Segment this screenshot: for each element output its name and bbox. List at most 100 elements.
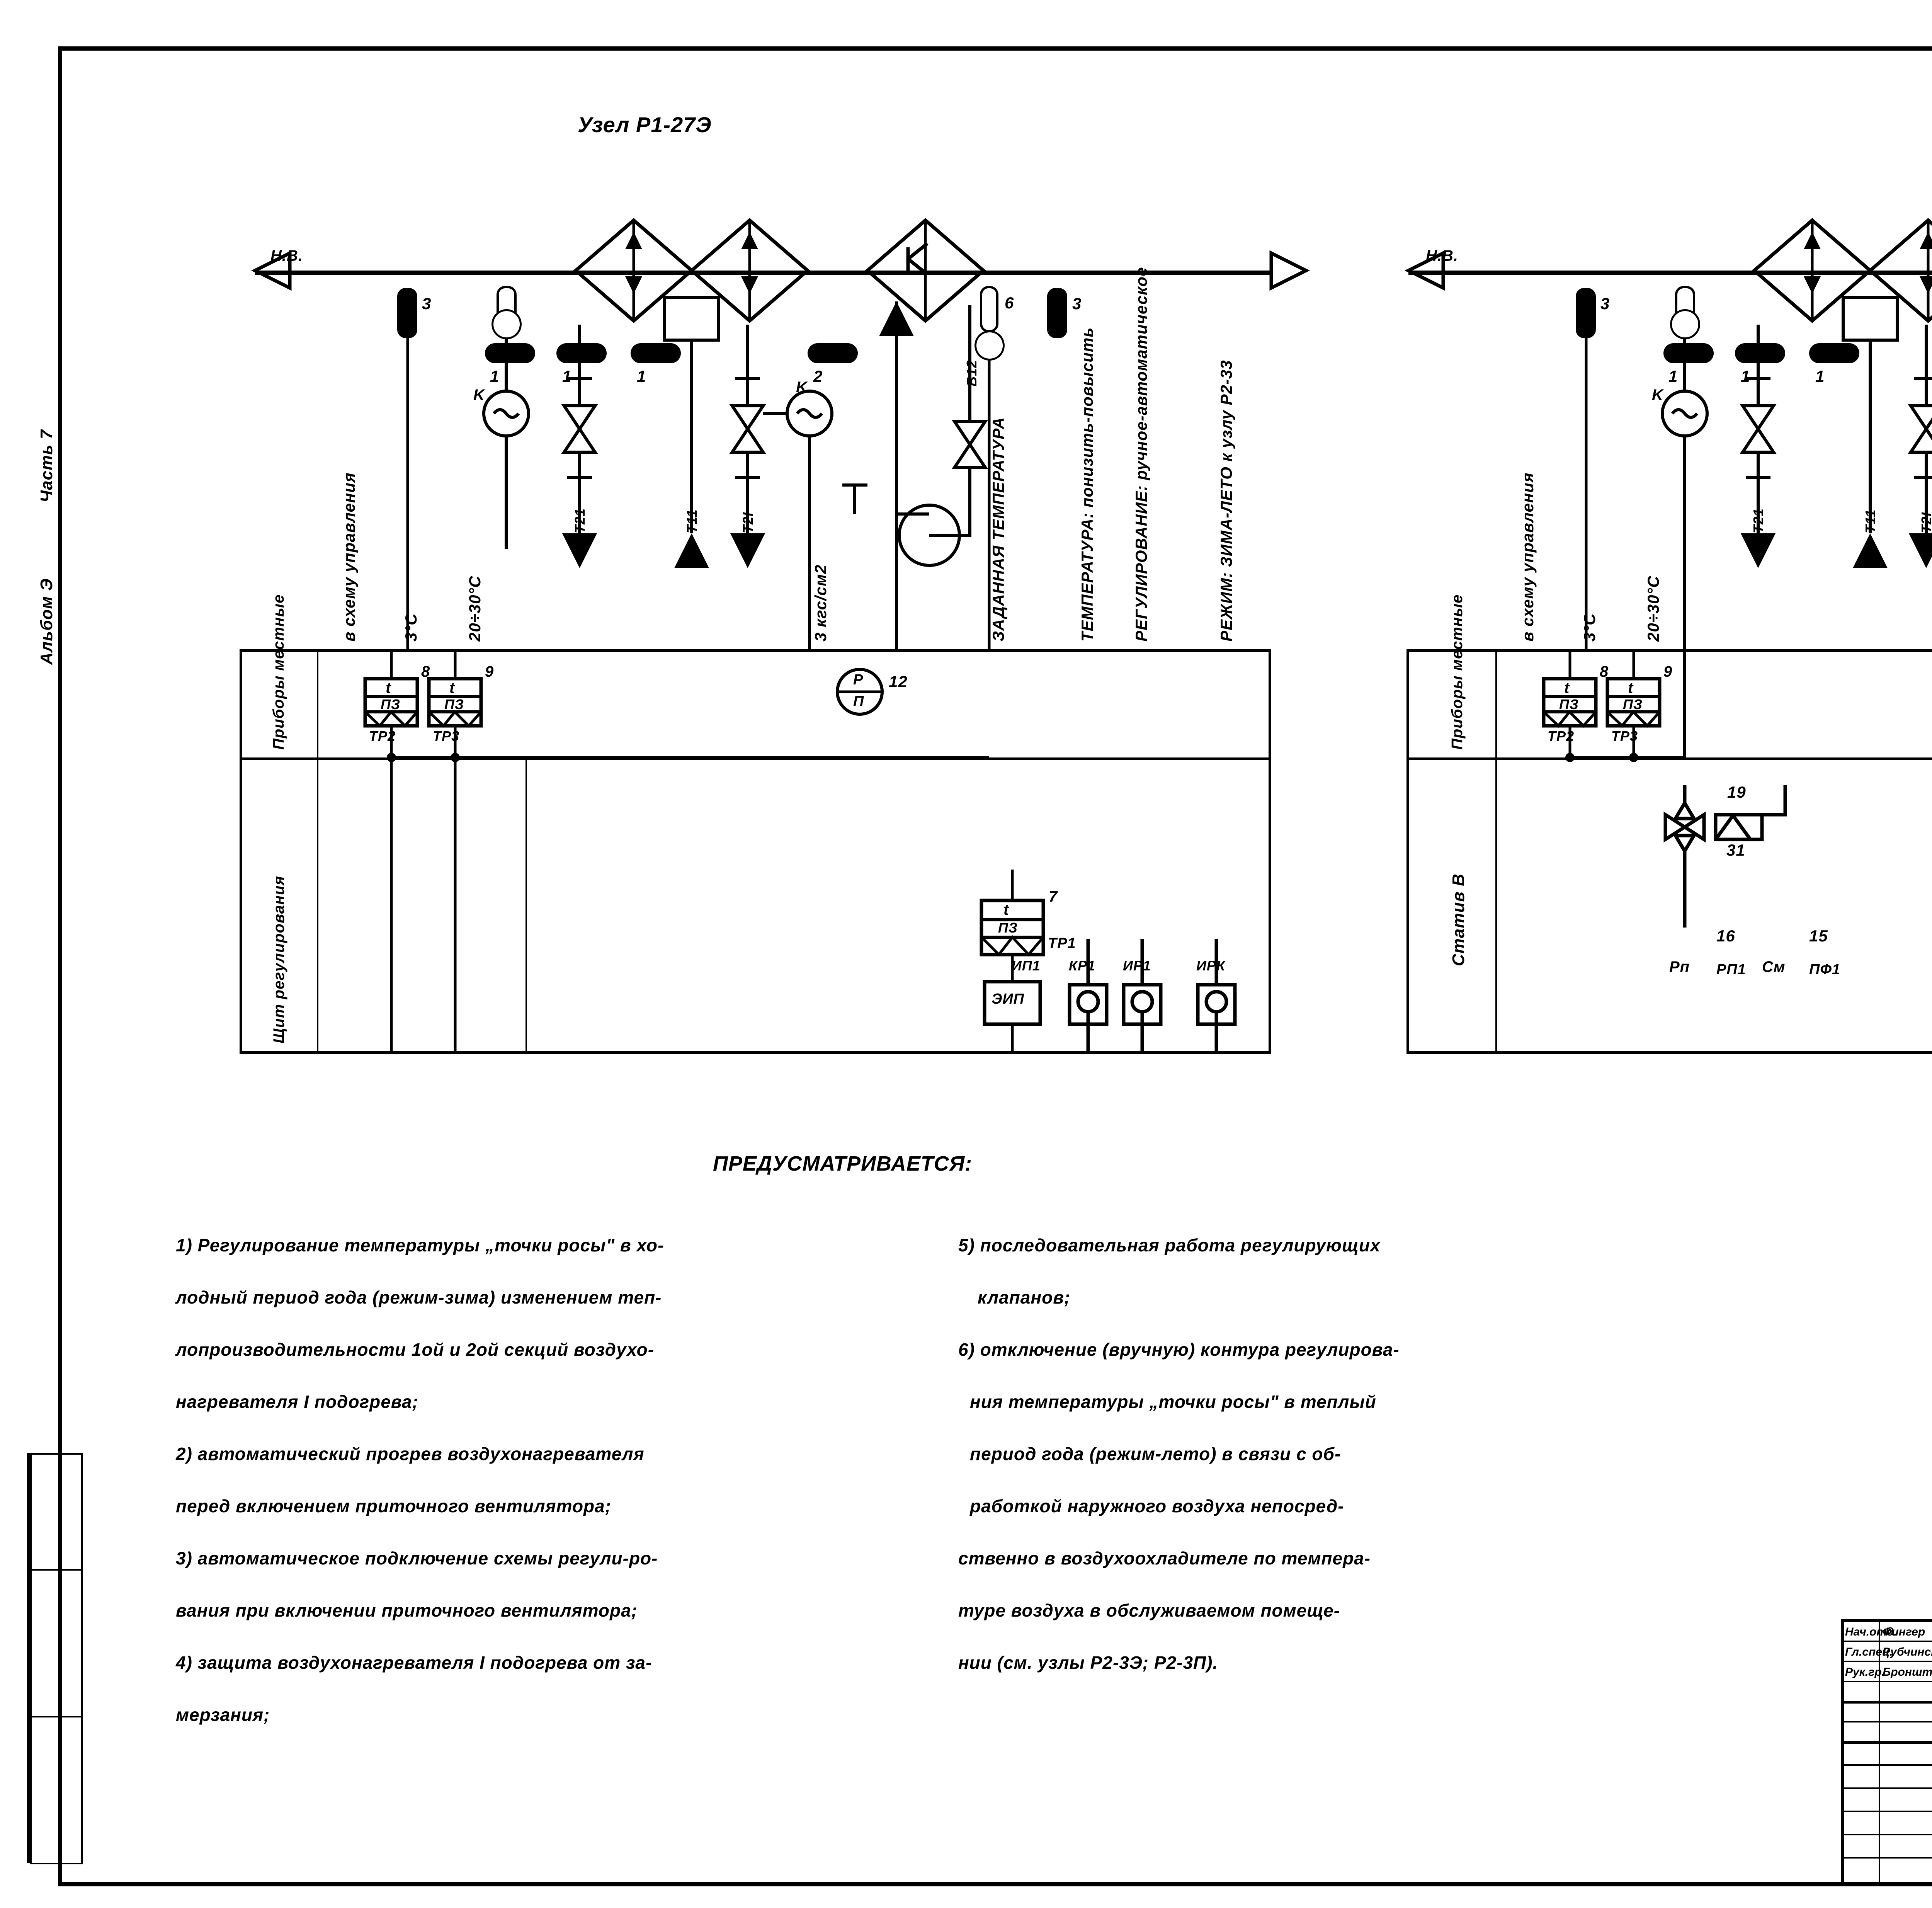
right-sensor-1a-bulb xyxy=(1670,309,1700,339)
left-dev-ir1-tag: ИР1 xyxy=(1123,958,1151,974)
left-pipe-tag-t2i: Т2I xyxy=(740,512,756,533)
left-dev-kr1-tag: КР1 xyxy=(1069,958,1096,974)
tb-role-1: Нач.отд. xyxy=(1845,1625,1897,1638)
note-left-6: перед включением приточного вентилятора; xyxy=(176,1496,612,1516)
note-left-5: 2) автоматический прогрев воздухонагрева… xyxy=(176,1444,645,1464)
left-dev-irk-tag: ИРК xyxy=(1196,958,1226,974)
left-sensor-3b xyxy=(1047,288,1067,338)
note-right-6: работкой наружного воздуха непосред- xyxy=(970,1496,1344,1516)
left-inlet-label: Н.В. xyxy=(270,247,303,264)
right-sensor-1d xyxy=(1809,343,1859,363)
left-dev-tr2-tag: ТР2 xyxy=(369,728,396,744)
left-sensor-3a xyxy=(397,288,417,338)
note-right-2: клапанов; xyxy=(978,1287,1071,1307)
note-right-9: нии (см. узлы Р2-3Э; Р2-3П). xyxy=(958,1653,1218,1673)
right-label-2030c: 20÷30°С xyxy=(1644,575,1662,642)
left-sensor-1c xyxy=(556,343,607,363)
left-sensor-2-num: 2 xyxy=(813,367,823,385)
tb-name-1: Фингер xyxy=(1883,1625,1925,1638)
left-label-3kgs: 3 кгс/см2 xyxy=(811,564,830,642)
right-panel-bottom-edge xyxy=(1406,1051,1932,1054)
note-right-5: период года (режим-лето) в связи с об- xyxy=(970,1444,1341,1464)
left-dev-tr3-num: 9 xyxy=(485,663,494,680)
note-right-3: 6) отключение (вручную) контура регулиро… xyxy=(958,1340,1400,1360)
left-sensor-2 xyxy=(808,343,858,363)
note-right-8: туре воздуха в обслуживаемом помеще- xyxy=(958,1600,1340,1620)
left-sensor-3a-num: 3 xyxy=(422,294,432,313)
right-valve-31-tag: 31 xyxy=(1726,841,1745,859)
left-sensor-6 xyxy=(980,286,998,332)
left-sensor-1c-num: 1 xyxy=(562,367,572,385)
tb-outer-bottom xyxy=(1841,1882,1932,1885)
right-valve-31-num: 19 xyxy=(1727,783,1746,801)
right-panel-label-sep xyxy=(1495,649,1497,1051)
note-left-4: нагревателя I подогрева; xyxy=(176,1392,418,1412)
left-dev-tr2-mid: ПЗ xyxy=(381,696,401,712)
note-left-3: лопроизводительности 1ой и 2ой секций во… xyxy=(176,1340,655,1360)
right-statив-rp1-tag: РП1 xyxy=(1716,962,1746,978)
left-label-temp-control: ТЕМПЕРАТУРА: понизить-повысить xyxy=(1078,327,1096,642)
right-panel-top-label: Приборы местные xyxy=(1449,594,1466,750)
left-panel-right-edge xyxy=(1269,649,1271,1051)
left-panel-bottom-label: Щит регулирования xyxy=(270,875,287,1043)
right-inlet-label: Н.В. xyxy=(1426,247,1458,264)
left-actuator-k1: K xyxy=(473,386,485,403)
right-panel-left-edge xyxy=(1406,649,1409,1051)
left-panel-mid-edge xyxy=(240,757,1271,760)
stamp-frame-left xyxy=(30,1453,32,1863)
right-sensor-1b-num: 1 xyxy=(1668,367,1678,385)
tb-row-3 xyxy=(1841,1681,1932,1682)
stamp-div-3 xyxy=(30,1716,83,1717)
right-actuator-k1: K xyxy=(1652,386,1663,403)
note-right-4: ния температуры „точки росы" в теплый xyxy=(970,1392,1376,1412)
right-pipe-tag-t11: Т11 xyxy=(1862,509,1878,533)
left-actuator-k2: K xyxy=(796,379,808,396)
note-left-7: 3) автоматическое подключение схемы регу… xyxy=(176,1548,658,1568)
left-dev-rp-num: 12 xyxy=(889,672,908,691)
left-dev-tr1-num: 7 xyxy=(1049,888,1058,905)
left-panel-left-edge xyxy=(240,649,242,1051)
left-panel-label-sep xyxy=(317,649,318,1051)
note-right-1: 5) последовательная работа регулирующих xyxy=(958,1235,1381,1255)
stamp-ink-smudge xyxy=(27,1453,30,1863)
right-statив-rp1-mid: Рп xyxy=(1669,958,1690,975)
right-sensor-3a xyxy=(1576,288,1596,338)
left-sensor-1b xyxy=(485,343,535,363)
right-dev-tr3-mid: ПЗ xyxy=(1623,696,1643,712)
left-dev-tr1-tag: ТР1 xyxy=(1048,935,1076,951)
left-sensor-3b-num: 3 xyxy=(1072,294,1082,313)
tb-row-10 xyxy=(1841,1834,1932,1835)
left-label-set-temp: ЗАДАННАЯ ТЕМПЕРАТУРА xyxy=(989,417,1007,642)
tb-row-8 xyxy=(1841,1787,1932,1789)
left-sensor-1b-num: 1 xyxy=(490,367,500,385)
right-dev-tr2-num: 8 xyxy=(1600,663,1609,680)
right-panel-top-edge xyxy=(1406,649,1932,652)
tb-row-1 xyxy=(1841,1641,1932,1642)
right-duct-line xyxy=(1408,271,1932,275)
right-panel-mid-edge xyxy=(1406,757,1932,760)
stamp-div-1 xyxy=(30,1453,83,1455)
right-label-control-scheme: в схему управления xyxy=(1519,472,1537,642)
margin-album-label: Альбом Э xyxy=(37,578,56,665)
margin-part-label: Часть 7 xyxy=(37,429,56,502)
left-panel-bottom-edge xyxy=(240,1051,1271,1054)
left-sensor-1a-bulb xyxy=(492,309,522,339)
tb-role-2: Гл.спец. xyxy=(1845,1646,1893,1658)
right-dev-tr2-mid: ПЗ xyxy=(1559,696,1579,712)
left-dev-eip-label: ЭИП xyxy=(992,991,1024,1007)
left-label-2030c: 20÷30°С xyxy=(466,575,484,642)
stamp-div-4 xyxy=(30,1863,83,1864)
frame-left xyxy=(58,46,62,1886)
left-sensor-1d xyxy=(631,343,681,363)
right-dev-tr2-tag: ТР2 xyxy=(1548,728,1575,744)
frame-bottom xyxy=(58,1882,1932,1886)
right-dev-tr3-top: t xyxy=(1628,679,1634,696)
left-dev-tr1-top: t xyxy=(1003,901,1009,918)
right-sensor-1c xyxy=(1735,343,1785,363)
left-dev-tr3-tag: ТР3 xyxy=(433,728,460,744)
tb-outer-top xyxy=(1841,1619,1932,1622)
right-sensor-1d-num: 1 xyxy=(1815,367,1825,385)
left-dev-tr3-top: t xyxy=(449,679,455,696)
